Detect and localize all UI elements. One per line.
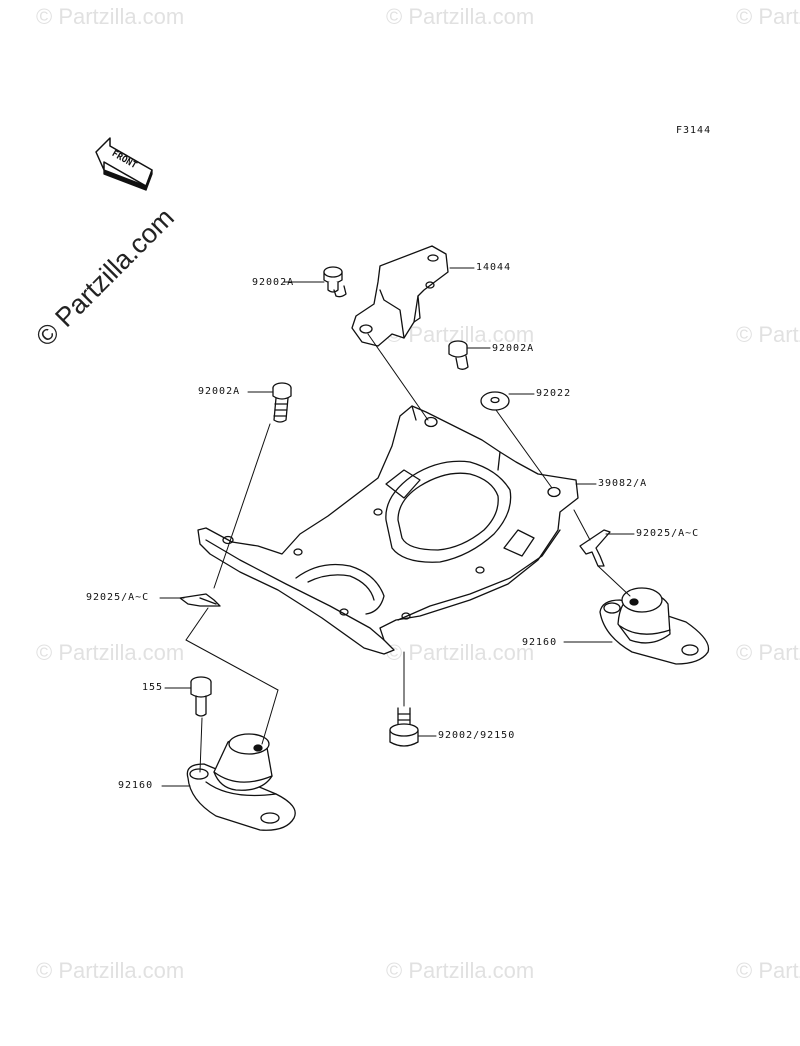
callout-14044[interactable]: 14044 — [476, 262, 512, 273]
callout-92160-left[interactable]: 92160 — [118, 780, 154, 791]
callout-39082a[interactable]: 39082/A — [598, 478, 648, 489]
callout-92002-92150[interactable]: 92002/92150 — [438, 730, 516, 741]
engine-bracket-39082a — [197, 405, 579, 655]
assembly-lines — [159, 267, 635, 787]
clip-92025-left — [179, 593, 221, 607]
bolt-92002a-right — [448, 340, 469, 370]
callout-92160-right[interactable]: 92160 — [522, 637, 558, 648]
watermark: © Partzilla.com — [386, 640, 535, 665]
bolt-92002-92150 — [389, 707, 419, 747]
watermark: © Partzilla.com — [36, 640, 185, 665]
callout-92002a-top[interactable]: 92002A — [252, 277, 295, 288]
watermark: © Partzilla.com — [736, 958, 800, 983]
callout-92022[interactable]: 92022 — [536, 388, 572, 399]
bolt-92002a-left — [272, 382, 292, 423]
callout-92002a-left[interactable]: 92002A — [198, 386, 241, 397]
diagram-ref-code: F3144 — [676, 125, 712, 136]
front-arrow-icon: FRONT — [95, 137, 153, 191]
callout-92025-right[interactable]: 92025/A~C — [636, 528, 700, 539]
engine-mount-92160-left — [186, 733, 296, 831]
watermark: © Partzilla.com — [736, 322, 800, 347]
callout-92002a-right[interactable]: 92002A — [492, 343, 535, 354]
engine-mount-92160-right — [599, 587, 710, 665]
clip-92025-right — [579, 529, 611, 567]
watermark: © Partzilla.com — [736, 4, 800, 29]
washer-92022 — [480, 391, 510, 411]
watermark: © Partzilla.com — [736, 640, 800, 665]
callout-92025-left[interactable]: 92025/A~C — [86, 592, 150, 603]
bracket-14044 — [351, 245, 449, 347]
bolt-155 — [190, 676, 212, 717]
watermark: © Partzilla.com — [386, 958, 535, 983]
watermark: © Partzilla.com — [36, 4, 185, 29]
watermark: © Partzilla.com — [36, 958, 185, 983]
callout-155[interactable]: 155 — [142, 682, 164, 693]
bolt-92002a-top — [323, 266, 347, 298]
watermark: © Partzilla.com — [386, 4, 535, 29]
